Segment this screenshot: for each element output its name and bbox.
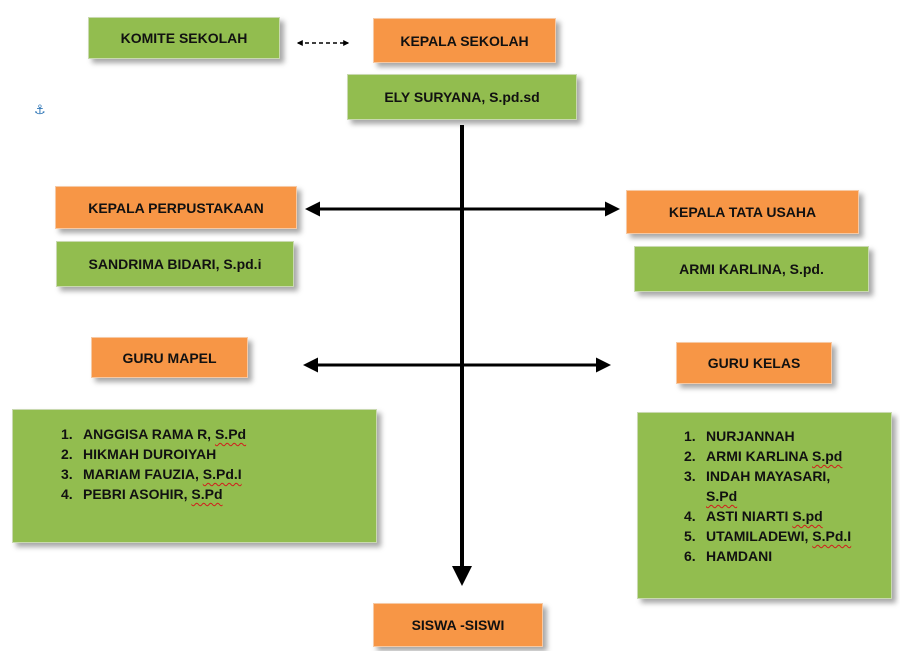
siswa-siswi-box: SISWA -SISWI	[373, 603, 543, 647]
list-item: 5.UTAMILADEWI, S.Pd.I	[684, 528, 852, 544]
guru-mapel-list-box: 1.ANGGISA RAMA R, S.Pd 2.HIKMAH DUROIYAH…	[12, 409, 377, 543]
guru-mapel-label: GURU MAPEL	[122, 349, 217, 366]
kepala-tata-usaha-box: KEPALA TATA USAHA	[626, 190, 859, 234]
kepala-sekolah-box: KEPALA SEKOLAH	[373, 18, 556, 63]
list-item: 2.ARMI KARLINA S.pd	[684, 448, 843, 464]
tata-usaha-name: ARMI KARLINA, S.pd.	[679, 261, 824, 277]
perpustakaan-name: SANDRIMA BIDARI, S.pd.i	[88, 256, 262, 272]
guru-mapel-list: 1.ANGGISA RAMA R, S.Pd 2.HIKMAH DUROIYAH…	[61, 424, 376, 504]
perpustakaan-name-box: SANDRIMA BIDARI, S.pd.i	[56, 241, 294, 287]
guru-kelas-list-box: 1.NURJANNAH 2.ARMI KARLINA S.pd 3.INDAH …	[637, 412, 892, 599]
guru-kelas-label: GURU KELAS	[707, 355, 801, 371]
guru-kelas-box: GURU KELAS	[676, 342, 832, 384]
komite-sekolah-box: KOMITE SEKOLAH	[88, 17, 280, 59]
guru-mapel-box: GURU MAPEL	[91, 337, 248, 378]
siswa-siswi-label: SISWA -SISWI	[411, 617, 505, 633]
anchor-icon: ⚓	[34, 102, 46, 117]
list-item: 3.INDAH MAYASARI,S.Pd	[684, 468, 831, 504]
kepala-perpustakaan-box: KEPALA PERPUSTAKAAN	[55, 186, 297, 229]
list-item: 3.MARIAM FAUZIA, S.Pd.I	[61, 466, 242, 482]
list-item: 2.HIKMAH DUROIYAH	[61, 446, 217, 462]
kepala-sekolah-label: KEPALA SEKOLAH	[400, 32, 529, 49]
tata-usaha-name-box: ARMI KARLINA, S.pd.	[634, 246, 869, 292]
komite-sekolah-label: KOMITE SEKOLAH	[120, 30, 248, 46]
kepala-sekolah-name: ELY SURYANA, S.pd.sd	[384, 89, 540, 105]
kepala-perpustakaan-label: KEPALA PERPUSTAKAAN	[88, 199, 264, 216]
list-item: 4.ASTI NIARTI S.pd	[684, 508, 823, 524]
kepala-sekolah-name-box: ELY SURYANA, S.pd.sd	[347, 74, 577, 120]
list-item: 6.HAMDANI	[684, 548, 773, 564]
list-item: 1.ANGGISA RAMA R, S.Pd	[61, 426, 247, 442]
kepala-tata-usaha-label: KEPALA TATA USAHA	[668, 204, 817, 220]
list-item: 1.NURJANNAH	[684, 428, 795, 444]
list-item: 4.PEBRI ASOHIR, S.Pd	[61, 486, 223, 502]
guru-kelas-list: 1.NURJANNAH 2.ARMI KARLINA S.pd 3.INDAH …	[684, 426, 891, 566]
